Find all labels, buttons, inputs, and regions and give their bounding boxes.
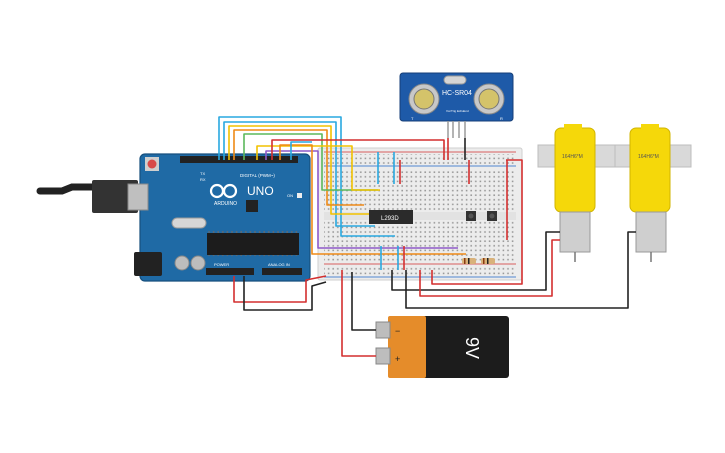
wire-yellow-1: [228, 125, 370, 215]
arduino-brand-label: ARDUINO: [214, 201, 237, 207]
sensor-pin-echo: Echo: [457, 109, 464, 113]
arduino-model-label: UNO: [247, 184, 274, 198]
dc-motor-1: 164H6*M: [537, 124, 633, 262]
wire-blue-1: [218, 116, 395, 237]
sensor-pin-trig: Trig: [451, 109, 456, 113]
battery-voltage-label: 9V: [462, 337, 482, 359]
analog-header-label: ANALOG IN: [268, 262, 290, 267]
on-label: ON: [287, 193, 293, 198]
wire-blue-3: [290, 141, 312, 160]
tx-label: TX: [200, 171, 205, 176]
resistors: [462, 258, 495, 264]
wire-orange-1: [233, 129, 364, 206]
power-header-label: POWER: [214, 262, 229, 267]
hc-sr04-sensor: HC-SR04 T R Vcc Trig Echo Gnd: [399, 72, 514, 160]
l293d-driver-ic: L293D: [369, 210, 413, 224]
wire-yellow-2: [256, 145, 380, 191]
wire-orange-2: [279, 144, 466, 255]
wire-blue-2: [223, 121, 375, 227]
sensor-pin-vcc: Vcc: [446, 109, 452, 113]
wire-red-1: [271, 139, 445, 160]
motor-2-label: 164H6*M: [638, 154, 659, 160]
sensor-pin-gnd: Gnd: [463, 109, 469, 113]
sensor-t-mark: T: [411, 116, 414, 121]
rx-label: RX: [200, 177, 206, 182]
battery-9v: − + 9V: [375, 316, 509, 378]
arduino-logo: [209, 183, 238, 199]
motor-1-label: 164H6*M: [562, 154, 583, 160]
sensor-model-label: HC-SR04: [442, 90, 472, 97]
wire-purple-1: [265, 150, 458, 249]
wire-green-1: [243, 133, 378, 191]
driver-ic-label: L293D: [381, 216, 399, 222]
battery-minus: −: [395, 326, 400, 336]
arduino-uno-board: ARDUINO UNO DIGITAL (PWM~) POWER ANALOG …: [36, 153, 311, 282]
push-buttons: [466, 211, 497, 221]
digital-header-label: DIGITAL (PWM~): [240, 173, 275, 178]
dc-motor-2: 164H6*M: [614, 124, 692, 262]
sensor-r-mark: R: [500, 116, 503, 121]
battery-plus: +: [395, 354, 400, 364]
signal-wires: [218, 116, 508, 270]
power-wires: [233, 159, 636, 357]
